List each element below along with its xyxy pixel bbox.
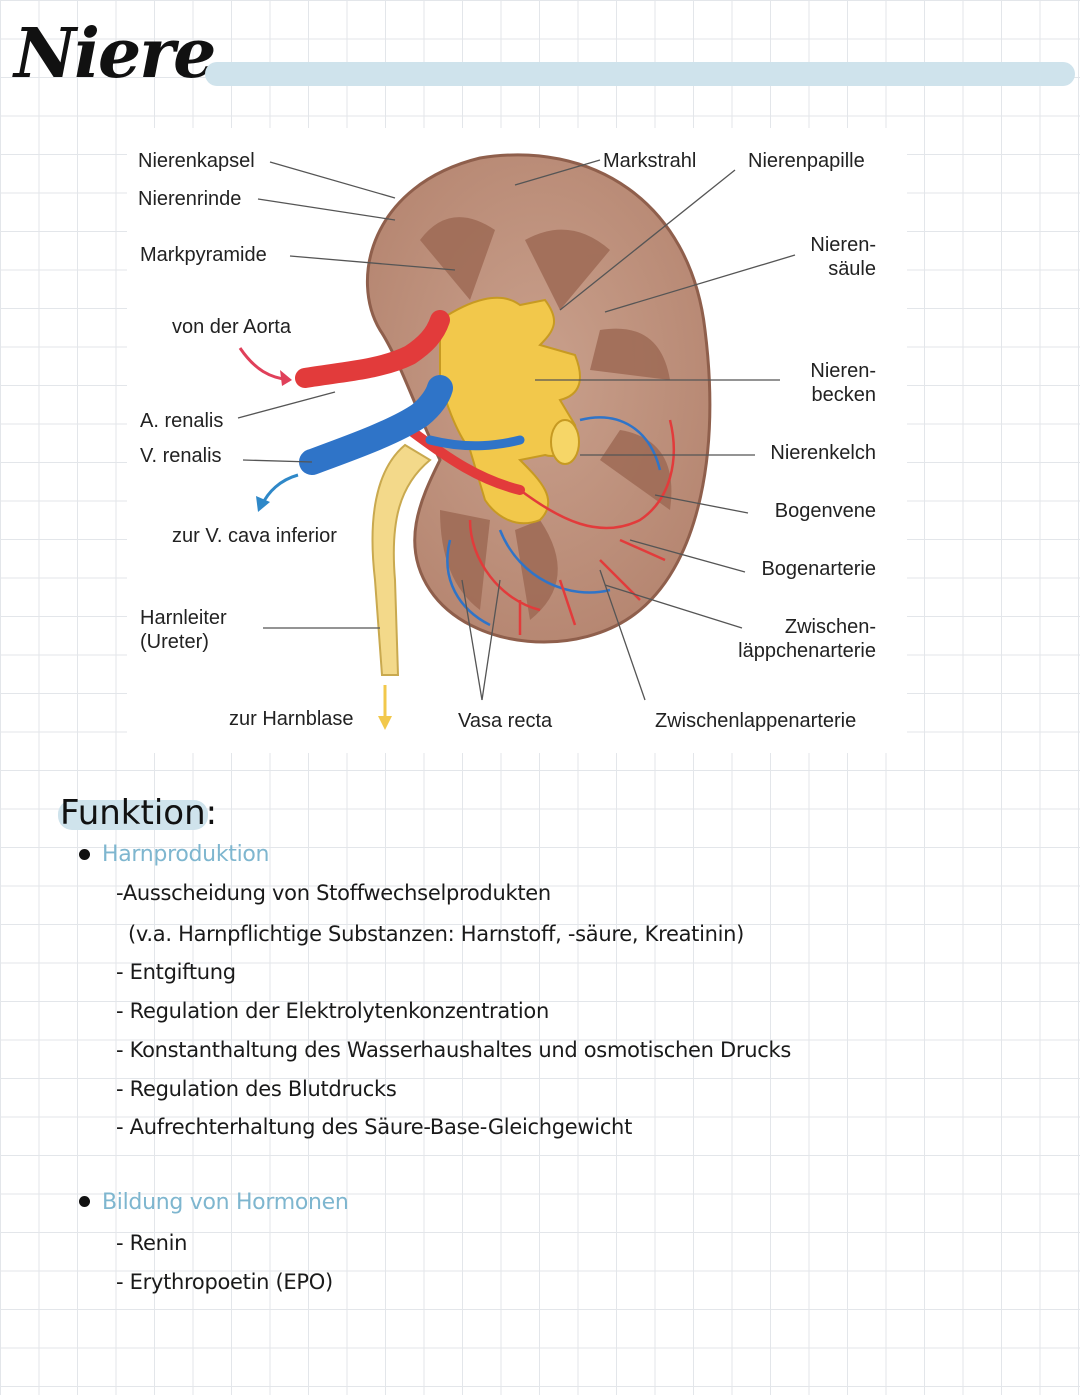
kidney-illustration — [237, 153, 796, 730]
label-markstrahl: Markstrahl — [603, 150, 697, 172]
label-bogenvene: Bogenvene — [774, 500, 876, 522]
vena-cava-arrow-icon — [260, 473, 299, 506]
label-nierensaeule-2: säule — [828, 258, 876, 280]
title-underline-bar — [205, 62, 1075, 86]
vena-cava-arrowhead-icon — [256, 496, 270, 512]
label-nierenkapsel: Nierenkapsel — [138, 150, 255, 172]
note-item: - Regulation des Blutdrucks — [116, 1077, 397, 1101]
renal-calyx — [550, 419, 580, 465]
label-a-renalis: A. renalis — [140, 410, 224, 432]
note-item: (v.a. Harnpflichtige Substanzen: Harnsto… — [128, 922, 745, 946]
heading-highlight — [58, 800, 208, 830]
label-v-renalis: V. renalis — [140, 445, 222, 467]
bullet-hormone — [79, 1196, 90, 1207]
note-item: - Renin — [116, 1231, 188, 1255]
label-nierenkelch: Nierenkelch — [770, 442, 876, 464]
label-bogenarterie: Bogenarterie — [761, 558, 876, 580]
label-nierenbecken-1: Nieren- — [810, 360, 876, 382]
label-ureter: (Ureter) — [140, 631, 209, 653]
label-nierenrinde: Nierenrinde — [138, 188, 242, 210]
renal-artery — [295, 310, 450, 388]
label-nierenpapille: Nierenpapille — [748, 150, 865, 172]
note-item: - Regulation der Elektrolytenkonzentrati… — [116, 999, 549, 1023]
label-vasa-recta: Vasa recta — [458, 710, 553, 732]
label-nierenbecken-2: becken — [811, 384, 877, 406]
section-title-harnproduktion: Harnproduktion — [102, 842, 270, 867]
label-zwischenlaeppchen-1: Zwischen- — [784, 616, 876, 638]
label-zwischenlaeppchen-2: läppchenarterie — [738, 640, 876, 662]
label-von-der-aorta: von der Aorta — [172, 316, 291, 338]
label-zwischenlappenarterie: Zwischenlappenarterie — [655, 710, 857, 732]
note-item: - Erythropoetin (EPO) — [116, 1270, 333, 1294]
note-item: - Aufrechterhaltung des Säure-Base-Gleic… — [116, 1115, 633, 1139]
label-markpyramide: Markpyramide — [140, 244, 267, 266]
ureter — [371, 443, 432, 676]
renal-vein — [299, 375, 453, 475]
note-item: - Entgiftung — [116, 960, 236, 984]
label-zur-harnblase: zur Harnblase — [229, 708, 354, 730]
vessel-network — [446, 416, 675, 635]
label-nierensaeule-1: Nieren- — [810, 234, 876, 256]
leader-lines — [237, 159, 796, 701]
page-title: Niere — [14, 14, 216, 94]
bullet-harnproduktion — [79, 849, 90, 860]
harnblase-arrowhead-icon — [378, 716, 392, 730]
label-harnleiter: Harnleiter — [140, 607, 227, 629]
label-zur-v-cava-inferior: zur V. cava inferior — [172, 525, 337, 547]
note-item: -Ausscheidung von Stoffwechselprodukten — [116, 881, 551, 905]
funktion-heading: Funktion: — [60, 793, 218, 833]
note-item: - Konstanthaltung des Wasserhaushaltes u… — [116, 1038, 791, 1062]
aorta-arrowhead-icon — [280, 370, 292, 386]
section-title-hormone: Bildung von Hormonen — [102, 1190, 349, 1215]
